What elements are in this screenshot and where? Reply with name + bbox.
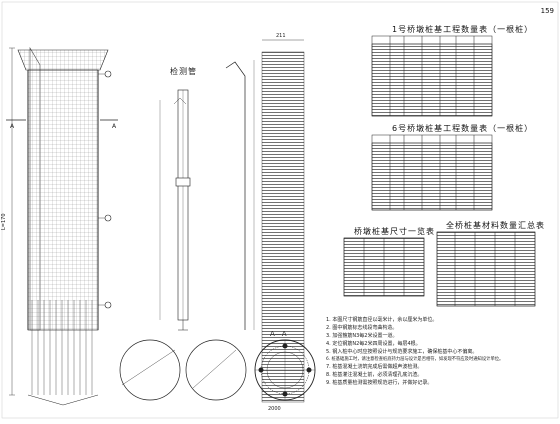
note-3: 3. 加强箍筋N3每2米设置一道。: [326, 333, 398, 339]
note-9: 9. 桩基质量检测需按照规范进行，并做好记录。: [326, 380, 433, 387]
page-number: 159: [540, 7, 554, 15]
table-4: [436, 231, 536, 307]
note-8: 8. 桩基灌注混凝土前，必须清理孔底沉渣。: [326, 372, 423, 379]
ring-section-1: [119, 339, 181, 401]
ring-section-2: [185, 339, 247, 401]
table-2-title: 6号桥墩桩基工程数量表（一根桩）: [392, 124, 534, 133]
spiral-bar: [261, 39, 305, 403]
section-aa-label: A—A: [270, 330, 287, 338]
section-mark-left: A: [10, 123, 15, 130]
spiral-bottom-dim: 2000: [268, 406, 281, 412]
notes-block: 1. 本图尺寸钢筋直径以毫米计，余以厘米为单位。 2. 图中钢筋标志线段弯曲构造…: [326, 318, 556, 389]
note-1: 1. 本图尺寸钢筋直径以毫米计，余以厘米为单位。: [326, 317, 438, 323]
note-2: 2. 图中钢筋标志线段弯曲构造。: [326, 325, 398, 331]
detect-tube-detail: [159, 89, 191, 331]
note-6: 6. 桩基础施工时，请注意检查桩底持力层与设计是否相符，如发现不符应及时通知设计…: [326, 357, 504, 362]
bent-bar: [225, 60, 255, 330]
spiral-width-dim: 211: [276, 33, 286, 39]
section-aa: [254, 339, 316, 401]
detect-tube-label: 检测管: [170, 66, 197, 76]
table-1-title: 1号桥墩桩基工程数量表（一根桩）: [392, 25, 534, 34]
table-3-title: 桥墩桩基尺寸一览表: [354, 227, 435, 236]
note-5: 5. 钢入桩中心时应按照设计与规范要求施工，确保桩基中心不偏离。: [326, 349, 478, 355]
pile-elevation: [6, 46, 118, 406]
table-2: [371, 134, 493, 211]
section-mark-right: A: [112, 123, 117, 130]
table-4-title: 全桥桩基材料数量汇总表: [446, 221, 545, 230]
note-4: 4. 定位钢筋N2每2米四周设置，每层4根。: [326, 341, 421, 347]
note-7: 7. 桩基混凝土浇筑完成后需做超声波检测。: [326, 364, 423, 371]
table-3: [343, 237, 425, 297]
table-1: [371, 35, 493, 117]
pile-length-dim: L=170: [1, 213, 7, 230]
